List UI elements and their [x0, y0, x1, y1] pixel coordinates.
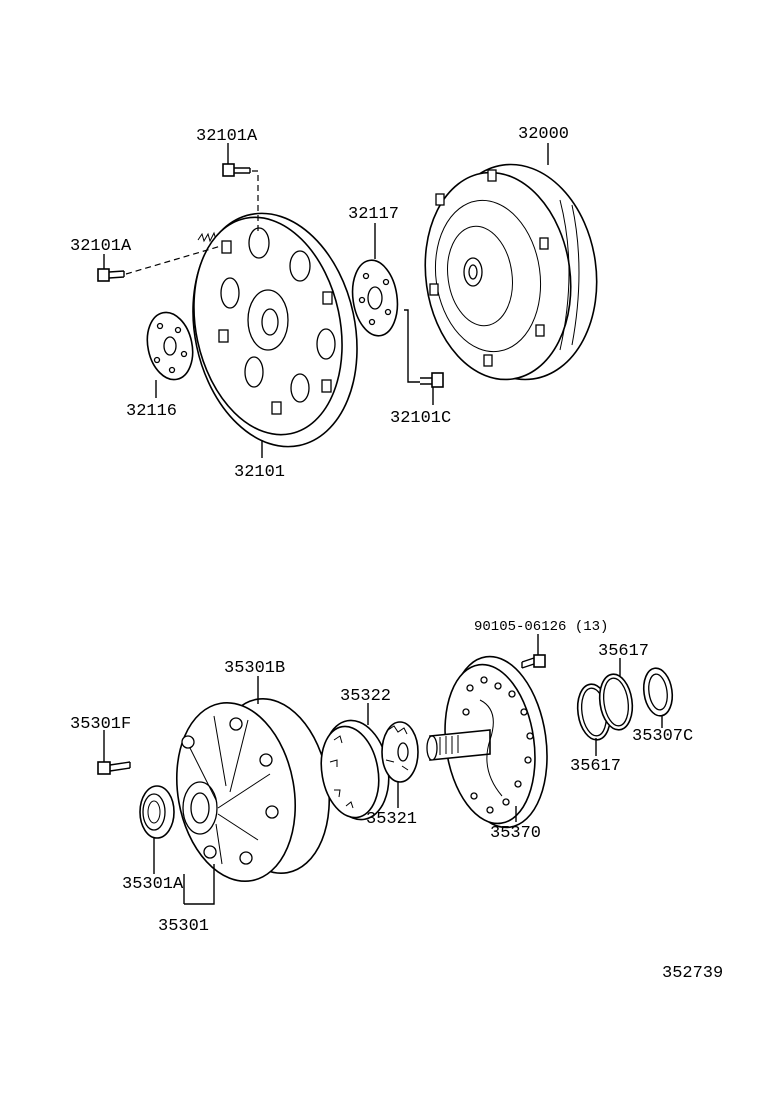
- label-32101C: 32101C: [390, 409, 451, 428]
- bolt-90105-06126: [521, 654, 546, 669]
- leader-35301: [183, 864, 215, 905]
- bolt-32101C: [404, 309, 444, 388]
- plate-32116: [146, 311, 194, 381]
- drive-plate-window: [220, 277, 240, 309]
- label-32117: 32117: [348, 205, 399, 224]
- drive-plate-tab: [321, 379, 332, 393]
- drive-plate-window: [248, 227, 270, 259]
- label-32000: 32000: [518, 125, 569, 144]
- spacer-32117: [351, 259, 399, 337]
- drive-plate-tab: [218, 329, 229, 343]
- drive-plate-window: [244, 356, 264, 388]
- seal-ring-35307C: [642, 667, 674, 717]
- drive-plate-window: [290, 373, 310, 403]
- diagram-id: 352739: [662, 964, 723, 983]
- label-35617-top: 35617: [598, 642, 649, 661]
- driven-gear-35322: [320, 719, 390, 821]
- label-35321: 35321: [366, 810, 417, 829]
- drive-plate-tab: [221, 240, 232, 254]
- drive-plate-32101: [192, 212, 358, 448]
- torque-converter-32000: [424, 163, 598, 381]
- bolt-35301F: [97, 761, 131, 775]
- drive-plate-window: [316, 328, 336, 360]
- label-35301A: 35301A: [122, 875, 184, 894]
- label-35301F: 35301F: [70, 715, 131, 734]
- label-32101A-top: 32101A: [196, 127, 258, 146]
- label-35322: 35322: [340, 687, 391, 706]
- drive-plate-tab: [271, 401, 282, 415]
- drive-gear-35321: [381, 721, 419, 783]
- drive-plate-tab: [322, 291, 333, 305]
- oil-seal-35301A: [139, 785, 175, 839]
- seal-ring-35617-b: [598, 673, 634, 731]
- label-35617-bottom: 35617: [570, 757, 621, 776]
- drive-plate-window: [289, 250, 311, 282]
- label-32101A-left: 32101A: [70, 237, 132, 256]
- drive-plate-center-hole: [261, 308, 279, 336]
- label-90105-06126: 90105-06126 (13): [474, 619, 608, 635]
- oil-pump-body-35301B: [175, 697, 331, 883]
- pump-cover-35370: [426, 655, 548, 829]
- label-35307C: 35307C: [632, 727, 693, 746]
- label-32116: 32116: [126, 402, 177, 421]
- label-35301B: 35301B: [224, 659, 285, 678]
- label-35301: 35301: [158, 917, 209, 936]
- label-35370: 35370: [490, 824, 541, 843]
- label-32101: 32101: [234, 463, 285, 482]
